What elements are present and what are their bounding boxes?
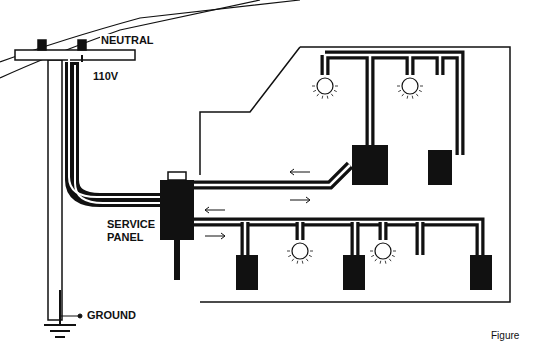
service-cable	[69, 55, 168, 203]
light-ray	[370, 251, 373, 252]
light-ray	[412, 96, 414, 99]
light-ray	[420, 86, 423, 87]
light-ray	[393, 251, 396, 252]
neutral-label: NEUTRAL	[100, 34, 155, 47]
light-ray	[389, 259, 391, 261]
current-arrows	[205, 169, 310, 239]
light-bulb	[375, 243, 391, 259]
house-outline	[200, 47, 510, 302]
light-bulb	[402, 78, 418, 94]
power-lines	[0, 0, 300, 78]
branch-circuits	[190, 55, 480, 255]
light-ray	[288, 255, 291, 256]
light-ray	[398, 90, 401, 91]
light-ray	[302, 261, 304, 264]
light-ray	[322, 96, 324, 99]
light-ray	[335, 86, 338, 87]
light-bulb	[292, 243, 308, 259]
ground-label: GROUND	[86, 309, 137, 322]
light-ray	[380, 261, 382, 264]
light-ray	[306, 259, 308, 261]
light-ray	[297, 261, 299, 264]
light-ray	[317, 94, 319, 96]
panel-label: SERVICE PANEL	[106, 218, 160, 243]
light-ray	[331, 94, 333, 96]
light-ray	[313, 90, 316, 91]
light-ray	[397, 86, 400, 87]
light-ray	[419, 90, 422, 91]
light-ray	[292, 259, 294, 261]
light-ray	[407, 96, 409, 99]
service-panel	[160, 172, 194, 240]
light-ray	[312, 86, 315, 87]
light-ray	[310, 251, 313, 252]
light-ray	[287, 251, 290, 252]
figure-label: Figure	[490, 330, 520, 342]
light-ray	[371, 255, 374, 256]
ground-wire	[44, 240, 177, 337]
light-ray	[392, 255, 395, 256]
light-bulbs	[287, 78, 423, 264]
light-ray	[327, 96, 329, 99]
light-bulb	[317, 78, 333, 94]
light-ray	[402, 94, 404, 96]
light-ray	[385, 261, 387, 264]
light-ray	[416, 94, 418, 96]
light-ray	[309, 255, 312, 256]
outlet-boxes	[236, 145, 492, 290]
light-ray	[334, 90, 337, 91]
voltage-label: 110V	[92, 70, 119, 83]
light-ray	[375, 259, 377, 261]
